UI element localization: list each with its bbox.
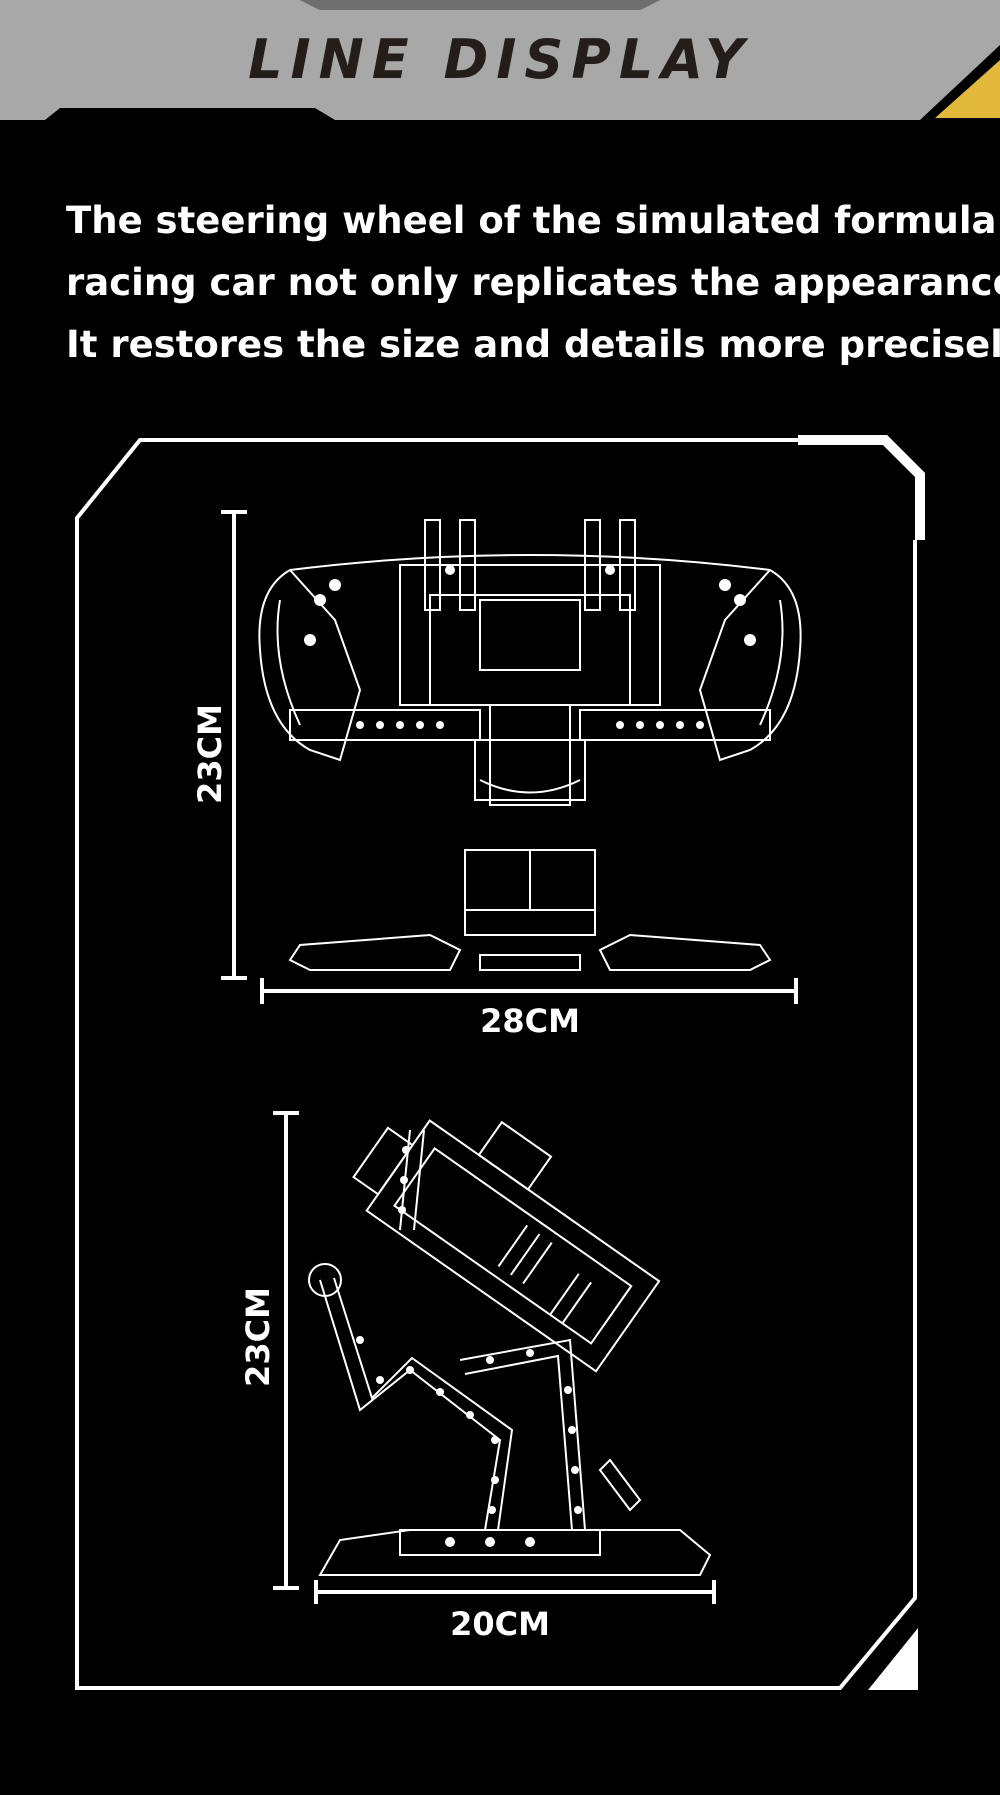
description-line-2: racing car not only replicates the appea… bbox=[66, 261, 1000, 304]
frame-border bbox=[75, 438, 917, 1690]
front-height-label: 23CM bbox=[191, 704, 229, 804]
side-width-label: 20CM bbox=[450, 1605, 550, 1643]
side-view-model bbox=[308, 1119, 712, 1576]
side-height-dimension-line bbox=[273, 1111, 299, 1590]
side-width-dimension-line bbox=[314, 1580, 716, 1604]
banner-accent-triangle bbox=[935, 60, 1000, 118]
header-banner bbox=[0, 0, 1000, 120]
page-title: LINE DISPLAY bbox=[248, 28, 752, 91]
front-width-dimension-line bbox=[260, 978, 798, 1004]
banner-plate bbox=[0, 0, 1000, 120]
front-height-dimension-line bbox=[221, 510, 247, 980]
side-height-label: 23CM bbox=[239, 1287, 277, 1387]
frame-bottom-triangle bbox=[868, 1628, 918, 1690]
front-view-model bbox=[258, 519, 802, 971]
banner-top-bar bbox=[300, 0, 660, 10]
description: The steering wheel of the simulated form… bbox=[66, 190, 1000, 376]
description-line-1: The steering wheel of the simulated form… bbox=[66, 199, 997, 242]
description-line-3: It restores the size and details more pr… bbox=[66, 323, 1000, 366]
frame-corner-accent bbox=[798, 435, 925, 540]
front-width-label: 28CM bbox=[480, 1002, 580, 1040]
